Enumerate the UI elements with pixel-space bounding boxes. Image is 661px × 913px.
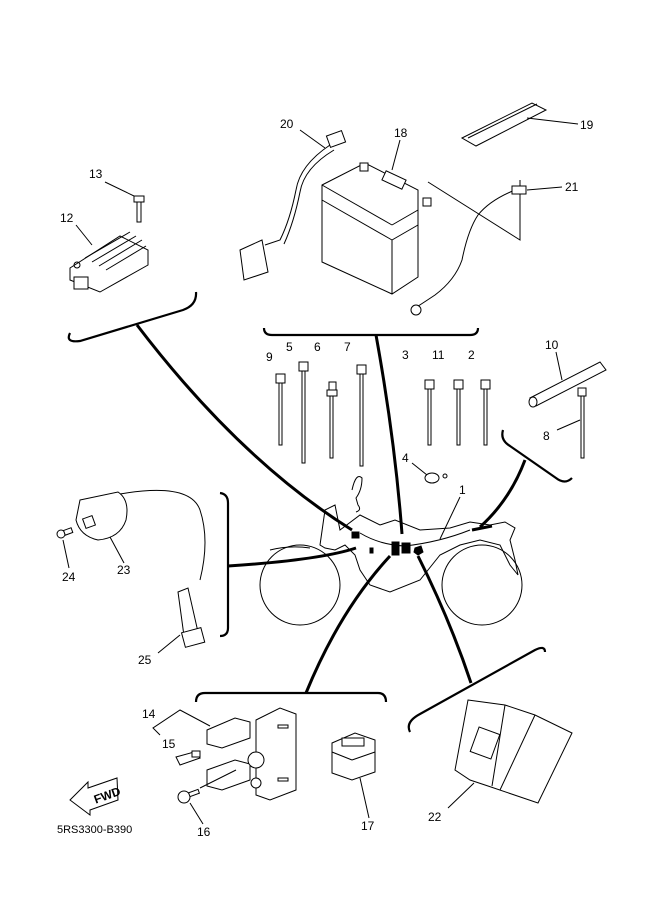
leader-12 (75, 224, 93, 246)
leader-battery (374, 334, 404, 535)
forward-arrow-icon: FWD (69, 777, 123, 816)
callout-2: 2 (468, 348, 475, 362)
connector-marker (401, 542, 411, 554)
connector-marker (351, 531, 360, 539)
leader-regulator (135, 324, 353, 532)
connector-marker (369, 547, 374, 554)
battery-band (460, 102, 548, 147)
callout-20: 20 (280, 117, 294, 131)
bolt (133, 195, 145, 223)
callout-14: 14 (142, 707, 156, 721)
leader-21 (526, 186, 563, 191)
leader-ignition (227, 546, 357, 568)
callout-4: 4 (402, 451, 409, 465)
positive-battery-lead (239, 129, 347, 281)
leader-1 (439, 496, 461, 540)
rectifier-regulator (69, 231, 149, 293)
wire-harness (359, 529, 471, 547)
cable-tie-3 (424, 379, 435, 446)
callout-22: 22 (428, 810, 442, 824)
connector-marker (413, 545, 424, 556)
leader-23 (109, 536, 125, 564)
callout-18: 18 (394, 126, 408, 140)
leader-4 (411, 462, 428, 476)
callout-17: 17 (361, 819, 375, 833)
bolt (177, 769, 237, 804)
cable-tie-2 (480, 379, 491, 446)
callout-5: 5 (286, 340, 293, 354)
leader-14 (152, 709, 211, 736)
callout-13: 13 (89, 167, 103, 181)
tube (528, 361, 607, 408)
cable-tie-6 (326, 381, 338, 459)
leader-22 (447, 782, 475, 809)
callout-15: 15 (162, 737, 176, 751)
callout-10: 10 (545, 338, 559, 352)
leader-8 (556, 419, 581, 431)
connector-marker (391, 548, 400, 556)
group-bracket-battery (262, 327, 480, 337)
diagram-code: 5RS3300-B390 (57, 824, 132, 836)
leader-relays (304, 554, 392, 694)
ignition-coil (75, 489, 206, 581)
leader-20 (299, 129, 326, 149)
leader-25 (157, 634, 181, 654)
harness-segment (471, 524, 493, 532)
callout-7: 7 (344, 340, 351, 354)
group-bracket-tube (501, 429, 573, 483)
cable-tie-8 (577, 387, 587, 459)
leader-tube (478, 459, 527, 529)
leader-16 (189, 802, 204, 825)
battery (321, 162, 432, 295)
cable-tie-9 (275, 373, 286, 446)
negative-battery-lead (410, 185, 527, 316)
callout-12: 12 (60, 211, 74, 225)
callout-6: 6 (314, 340, 321, 354)
group-bracket-cdi (407, 646, 547, 733)
callout-19: 19 (580, 118, 594, 132)
leader-19 (526, 117, 579, 125)
group-bracket-regulator (67, 291, 198, 343)
callout-16: 16 (197, 825, 211, 839)
callout-8: 8 (543, 429, 550, 443)
cable-tie-7 (356, 364, 367, 467)
callout-25: 25 (138, 653, 152, 667)
fuse (175, 750, 201, 766)
callout-9: 9 (266, 350, 273, 364)
cable-tie-11 (453, 379, 464, 446)
screw (56, 527, 74, 539)
group-bracket-relays (194, 691, 388, 703)
starter-relay (206, 707, 297, 801)
callout-21: 21 (565, 180, 579, 194)
callout-23: 23 (117, 563, 131, 577)
relay (331, 732, 376, 781)
cable-tie-5 (298, 361, 309, 464)
spark-plug-cap (177, 587, 206, 648)
leader-17 (359, 777, 370, 819)
leader-10 (555, 351, 563, 381)
motorcycle-silhouette (259, 476, 523, 626)
callout-3: 3 (402, 348, 409, 362)
leader-24 (62, 539, 70, 569)
leader-13 (104, 181, 135, 197)
callout-11: 11 (432, 348, 445, 362)
battery-cover-outline (427, 180, 521, 241)
group-bracket-ignition (219, 491, 230, 638)
callout-1: 1 (459, 483, 466, 497)
leader-cdi (416, 555, 473, 684)
callout-24: 24 (62, 570, 76, 584)
clamp-ring (424, 472, 448, 484)
cdi-unit (454, 699, 573, 804)
leader-18 (391, 139, 401, 171)
